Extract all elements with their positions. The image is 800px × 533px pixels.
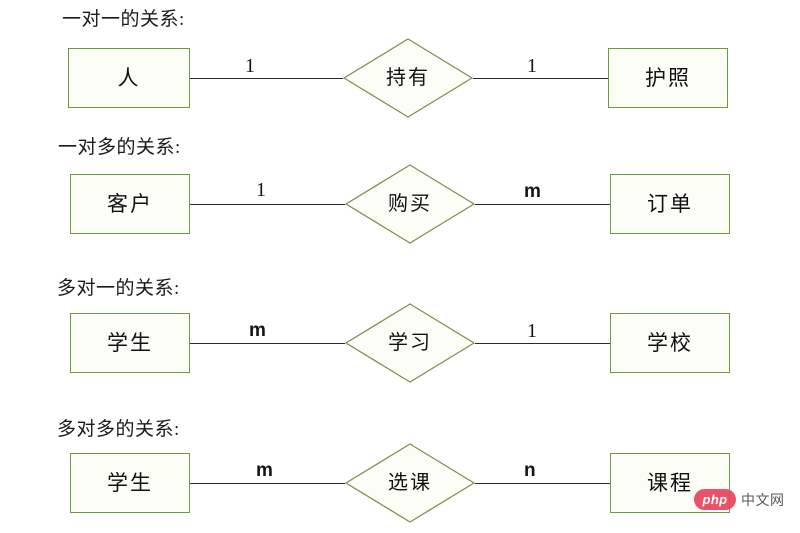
connector-right-4 <box>475 483 610 484</box>
entity-box-left-3: 学生 <box>70 313 190 373</box>
entity-label-left-1: 人 <box>117 65 141 90</box>
entity-label-right-4: 课程 <box>647 470 693 495</box>
section-heading-many-to-one: 多对一的关系: <box>57 278 180 299</box>
connector-right-1 <box>473 78 608 79</box>
entity-label-left-3: 学生 <box>107 330 153 355</box>
relationship-label-3: 学习 <box>388 332 432 354</box>
connector-left-4 <box>190 483 345 484</box>
relationship-diamond-1: 持有 <box>343 38 473 118</box>
cardinality-left-1: 1 <box>245 55 255 77</box>
entity-label-right-1: 护照 <box>645 65 691 90</box>
cardinality-left-3: m <box>249 320 266 341</box>
connector-left-1 <box>190 78 343 79</box>
entity-label-left-2: 客户 <box>107 191 153 216</box>
connector-left-3 <box>190 343 345 344</box>
entity-label-left-4: 学生 <box>107 470 153 495</box>
watermark-text: 中文网 <box>741 491 785 508</box>
cardinality-right-4: n <box>524 460 536 481</box>
section-heading-many-to-many: 多对多的关系: <box>57 419 180 440</box>
connector-left-2 <box>190 204 345 205</box>
section-heading-one-to-many: 一对多的关系: <box>58 137 181 158</box>
entity-box-left-2: 客户 <box>70 174 190 234</box>
entity-label-right-2: 订单 <box>647 191 693 216</box>
cardinality-right-2: m <box>524 181 541 202</box>
entity-box-left-4: 学生 <box>70 453 190 513</box>
section-heading-one-to-one: 一对一的关系: <box>62 9 185 30</box>
relationship-diamond-2: 购买 <box>345 164 475 244</box>
entity-box-right-2: 订单 <box>610 174 730 234</box>
cardinality-right-1: 1 <box>527 55 537 77</box>
connector-right-3 <box>475 343 610 344</box>
relationship-label-1: 持有 <box>386 67 430 89</box>
relationship-label-2: 购买 <box>388 193 432 215</box>
entity-box-right-1: 护照 <box>608 48 728 108</box>
relationship-diamond-4: 选课 <box>345 443 475 523</box>
relationship-label-4: 选课 <box>388 472 432 494</box>
entity-box-left-1: 人 <box>68 48 190 108</box>
entity-box-right-3: 学校 <box>610 313 730 373</box>
cardinality-left-2: 1 <box>256 179 266 201</box>
watermark: php 中文网 <box>694 489 785 510</box>
php-logo-icon: php <box>694 489 736 510</box>
cardinality-right-3: 1 <box>527 320 537 342</box>
connector-right-2 <box>475 204 610 205</box>
cardinality-left-4: m <box>256 460 273 481</box>
entity-label-right-3: 学校 <box>647 330 693 355</box>
relationship-diamond-3: 学习 <box>345 303 475 383</box>
